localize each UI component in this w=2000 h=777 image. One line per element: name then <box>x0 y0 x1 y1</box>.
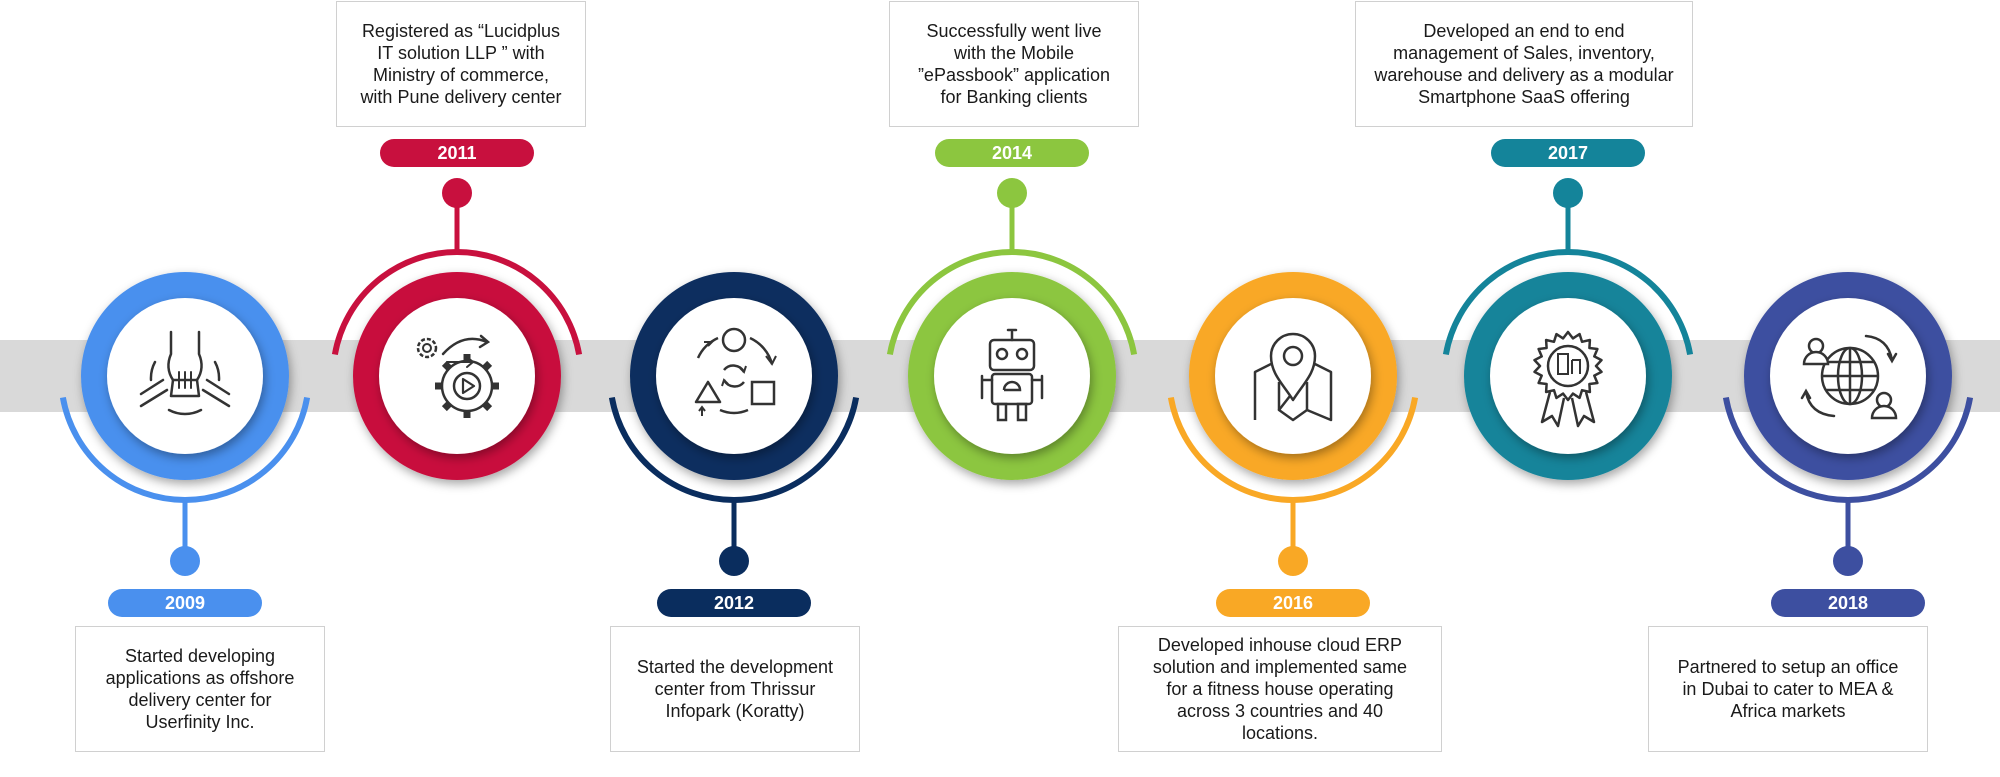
milestone-description-2017: Developed an end to end management of Sa… <box>1355 1 1693 127</box>
milestone-description-2009: Started developing applications as offsh… <box>75 626 325 752</box>
connector-dot <box>170 546 200 576</box>
milestone-2014 <box>886 178 1138 480</box>
year-badge-2017: 2017 <box>1491 139 1645 167</box>
milestone-2009 <box>59 272 311 576</box>
year-badge-2012: 2012 <box>657 589 811 617</box>
year-badge-2009: 2009 <box>108 589 262 617</box>
robot-icon <box>980 328 1044 422</box>
award-badge-icon <box>1533 330 1603 428</box>
outer-arc <box>59 397 311 503</box>
year-badge-2018: 2018 <box>1771 589 1925 617</box>
milestone-2016 <box>1167 272 1419 576</box>
shapes-cycle-icon <box>694 327 777 416</box>
milestone-description-2011: Registered as “Lucidplus IT solution LLP… <box>336 1 586 127</box>
milestone-center <box>656 298 812 454</box>
milestone-description-2012: Started the development center from Thri… <box>610 626 860 752</box>
milestone-2017 <box>1442 178 1694 480</box>
milestone-2018 <box>1722 272 1974 576</box>
outer-arc <box>608 397 860 503</box>
milestone-center <box>934 298 1090 454</box>
gear-process-icon <box>416 334 499 418</box>
year-badge-2016: 2016 <box>1216 589 1370 617</box>
global-network-icon <box>1800 334 1898 420</box>
handshake-hands-icon <box>139 330 231 416</box>
outer-arc <box>331 249 583 355</box>
connector-dot <box>1553 178 1583 208</box>
connector-dot <box>1833 546 1863 576</box>
connector-dot <box>719 546 749 576</box>
milestone-description-2016: Developed inhouse cloud ERP solution and… <box>1118 626 1442 752</box>
milestone-2011 <box>331 178 583 480</box>
connector-dot <box>1278 546 1308 576</box>
year-badge-2011: 2011 <box>380 139 534 167</box>
year-badge-2014: 2014 <box>935 139 1089 167</box>
connector-dot <box>442 178 472 208</box>
milestone-2012 <box>608 272 860 576</box>
map-pin-icon <box>1253 332 1333 422</box>
milestone-description-2014: Successfully went live with the Mobile ”… <box>889 1 1139 127</box>
connector-dot <box>997 178 1027 208</box>
milestone-description-2018: Partnered to setup an office in Dubai to… <box>1648 626 1928 752</box>
